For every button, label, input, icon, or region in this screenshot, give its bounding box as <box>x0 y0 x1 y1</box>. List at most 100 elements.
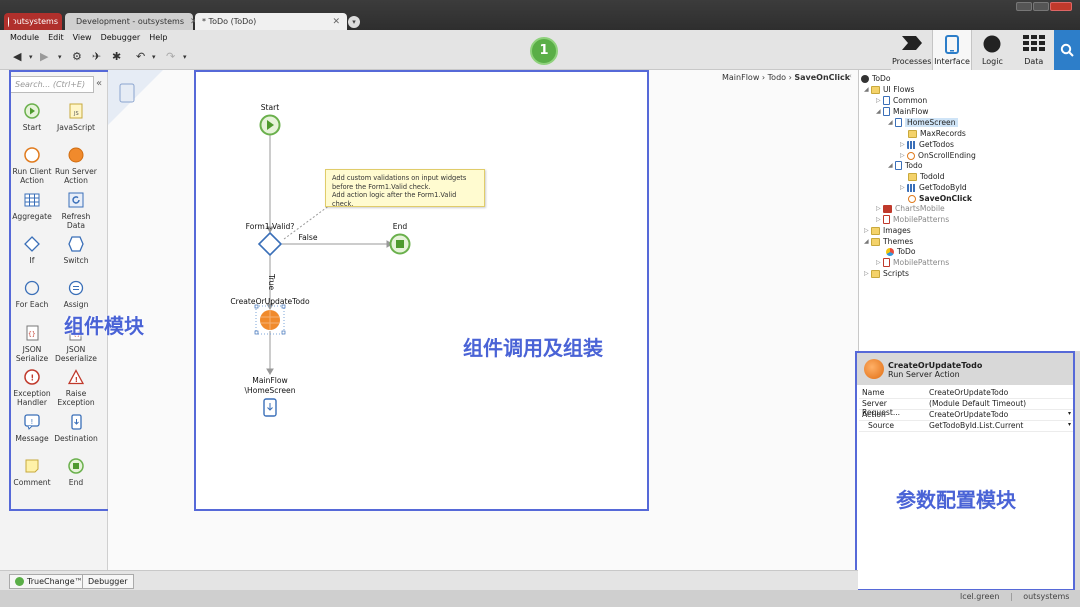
redo-dropdown-icon[interactable]: ▾ <box>183 53 187 61</box>
close-tab-icon[interactable]: ✕ <box>332 16 340 27</box>
collapsed-icon[interactable]: ▷ <box>876 97 881 104</box>
menu-edit[interactable]: Edit <box>48 32 64 42</box>
tab-logic[interactable]: Logic <box>971 30 1014 70</box>
breadcrumb-mainflow[interactable]: MainFlow <box>722 73 760 82</box>
tool-end[interactable]: End <box>52 458 100 487</box>
expanded-icon[interactable]: ◢ <box>888 119 893 126</box>
tool-assign[interactable]: Assign <box>52 280 100 309</box>
close-tab-icon[interactable]: ✕ <box>190 16 198 27</box>
tab-todo[interactable]: * ToDo (ToDo) ✕ <box>195 13 347 30</box>
publish-icon[interactable]: ✈ <box>92 50 102 63</box>
tool-message[interactable]: ! Message <box>8 414 56 443</box>
tool-json-serialize[interactable]: {} JSON Serialize <box>8 325 56 363</box>
tree-item-scripts[interactable]: ▷Scripts <box>864 269 909 278</box>
tool-json-deserialize[interactable]: {} JSON Deserialize <box>52 325 100 363</box>
collapsed-icon[interactable]: ▷ <box>900 152 905 159</box>
expanded-icon[interactable]: ◢ <box>864 238 869 245</box>
tree-item-ui-flows[interactable]: ◢UI Flows <box>864 85 915 94</box>
tool-for-each[interactable]: For Each <box>8 280 56 309</box>
tree-item-todoid[interactable]: TodoId <box>908 172 945 181</box>
expanded-icon[interactable]: ◢ <box>864 86 869 93</box>
back-icon[interactable]: ◀ <box>13 50 22 63</box>
collapsed-icon[interactable]: ▷ <box>900 141 905 148</box>
tree-item-mobilepatterns[interactable]: ▷MobilePatterns <box>876 215 950 224</box>
expanded-icon[interactable]: ◢ <box>888 162 893 169</box>
tab-debugger[interactable]: Debugger <box>82 574 134 589</box>
forward-icon[interactable]: ▶ <box>40 50 49 63</box>
collapsed-icon[interactable]: ▷ <box>864 270 869 277</box>
tree-item-gettodos[interactable]: ▷GetTodos <box>900 140 954 149</box>
collapsed-icon[interactable]: ▷ <box>876 259 881 266</box>
tree-item-maxrecords[interactable]: MaxRecords <box>908 129 966 138</box>
menu-help[interactable]: Help <box>149 32 168 42</box>
tab-dropdown-icon[interactable]: ▾ <box>348 16 360 28</box>
tree-item-themes[interactable]: ◢Themes <box>864 237 914 246</box>
redo-icon[interactable]: ↷ <box>166 50 176 63</box>
tool-if[interactable]: If <box>8 236 56 265</box>
tab-interface[interactable]: Interface <box>932 30 972 70</box>
tool-raise-exception[interactable]: ! Raise Exception <box>52 369 100 407</box>
tree-item-onscrollending[interactable]: ▷OnScrollEnding <box>900 151 976 160</box>
breadcrumb-todo[interactable]: Todo <box>767 73 787 82</box>
if-node[interactable] <box>257 231 283 257</box>
forward-dropdown-icon[interactable]: ▾ <box>58 53 62 61</box>
toolbox-search-input[interactable]: Search... (Ctrl+E) <box>10 76 94 93</box>
expanded-icon[interactable]: ◢ <box>876 108 881 115</box>
tool-run-client-action[interactable]: Run Client Action <box>8 147 56 185</box>
tool-aggregate[interactable]: Aggregate <box>8 192 56 221</box>
tab-outsystems[interactable]: outsystems <box>4 13 62 30</box>
tree-item-homescreen[interactable]: ◢HomeScreen <box>888 118 958 127</box>
debug-icon[interactable]: ✱ <box>112 50 122 63</box>
tool-destination[interactable]: Destination <box>52 414 100 443</box>
tab-truechange[interactable]: TrueChange™ <box>9 574 89 589</box>
tree-item-chartsmobile[interactable]: ▷ChartsMobile <box>876 204 945 213</box>
tree-item-saveonclick[interactable]: SaveOnClick <box>908 194 972 203</box>
minimize-button[interactable] <box>1016 2 1032 11</box>
menu-module[interactable]: Module <box>10 32 40 42</box>
tab-processes[interactable]: Processes <box>891 30 933 70</box>
tool-start[interactable]: Start <box>8 103 56 132</box>
tree-item-todo-theme[interactable]: ToDo <box>886 247 916 256</box>
tool-switch[interactable]: Switch <box>52 236 100 265</box>
tree-item-images[interactable]: ▷Images <box>864 226 911 235</box>
back-dropdown-icon[interactable]: ▾ <box>29 53 33 61</box>
tree-item-mobilepatterns-theme[interactable]: ▷MobilePatterns <box>876 258 950 267</box>
scroll-left-icon[interactable]: ‹ <box>849 72 852 80</box>
tree-item-common[interactable]: ▷Common <box>876 96 928 105</box>
maximize-button[interactable] <box>1033 2 1049 11</box>
start-node[interactable] <box>259 114 281 136</box>
tree-item-gettodobyid[interactable]: ▷GetTodoById <box>900 183 967 192</box>
collapsed-icon[interactable]: ▷ <box>864 227 869 234</box>
tree-item-todo-screen[interactable]: ◢Todo <box>888 161 923 170</box>
tab-data[interactable]: Data <box>1013 30 1055 70</box>
undo-icon[interactable]: ↶ <box>136 50 146 63</box>
collapsed-icon[interactable]: ▷ <box>900 184 905 191</box>
collapsed-icon[interactable]: ▷ <box>876 205 881 212</box>
menu-debugger[interactable]: Debugger <box>100 32 141 42</box>
tool-javascript[interactable]: JS JavaScript <box>52 103 100 132</box>
destination-node[interactable] <box>263 398 277 417</box>
tree-item-mainflow[interactable]: ◢MainFlow <box>876 107 929 116</box>
collapse-panel-icon[interactable]: « <box>96 78 103 89</box>
property-row-timeout[interactable]: Server Request...(Module Default Timeout… <box>859 399 1073 417</box>
server-action-node[interactable] <box>254 304 286 335</box>
tool-refresh-data[interactable]: Refresh Data <box>52 192 100 230</box>
dropdown-icon[interactable]: ▾ <box>1067 410 1071 417</box>
tool-exception-handler[interactable]: ! Exception Handler <box>8 369 56 407</box>
collapsed-icon[interactable]: ▷ <box>876 216 881 223</box>
close-button[interactable] <box>1050 2 1072 11</box>
menu-view[interactable]: View <box>72 32 92 42</box>
tab-development[interactable]: Development - outsystems ✕ <box>65 13 198 30</box>
end-node[interactable] <box>389 233 411 255</box>
dropdown-icon[interactable]: ▾ <box>1067 421 1071 428</box>
tool-comment[interactable]: Comment <box>8 458 56 487</box>
undo-dropdown-icon[interactable]: ▾ <box>152 53 156 61</box>
gear-icon[interactable]: ⚙ <box>72 50 82 63</box>
tool-run-server-action[interactable]: Run Server Action <box>52 147 100 185</box>
comment-note[interactable]: Add custom validations on input widgets … <box>325 169 485 208</box>
tree-item-todo-module[interactable]: ToDo <box>861 74 891 83</box>
search-button[interactable] <box>1054 30 1080 70</box>
